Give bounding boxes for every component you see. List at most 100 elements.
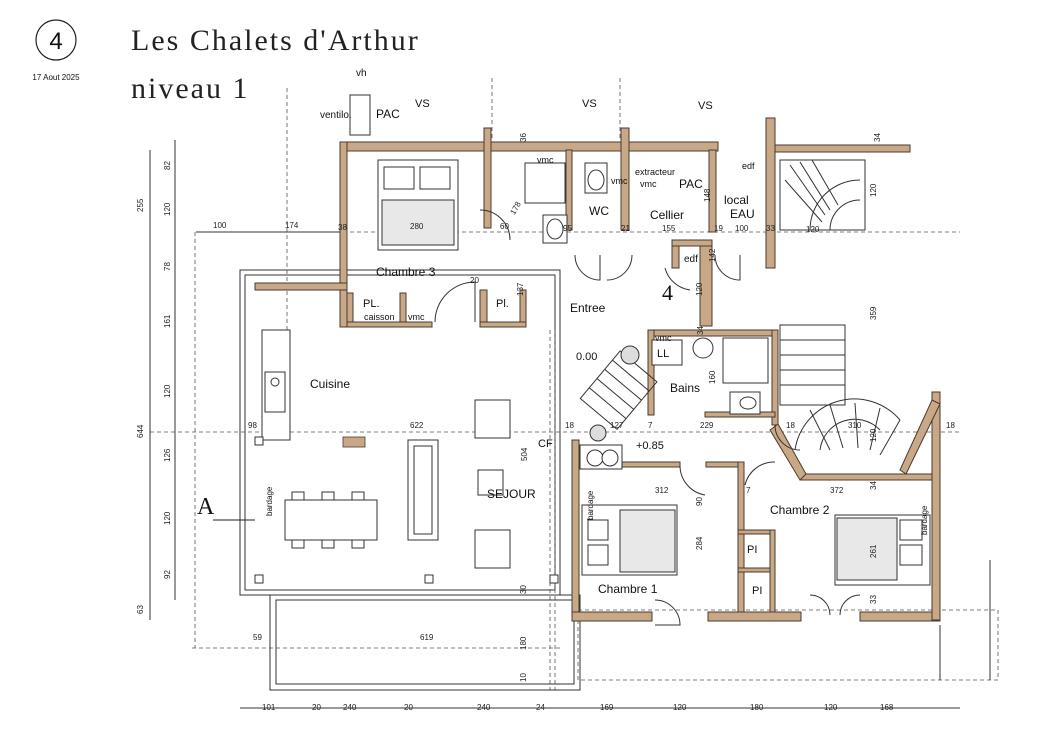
plan-number: 4 [49,28,62,55]
label-vh: vh [356,68,367,79]
dim-inner: 7 [648,421,653,430]
label-edf-top: edf [742,161,755,171]
stairs [579,159,901,456]
dim-inner: 18 [786,421,795,430]
dimensions-top: 100 174 38 280 60 95 21 155 19 100 33 12… [213,133,882,285]
label-cf: CF [538,438,553,450]
dim-bottom: 120 [824,703,838,712]
section-marker-a: A [197,494,215,520]
dim-inner: 18 [946,421,955,430]
room-chambre-2: Chambre 2 [770,503,830,517]
stair-marker-4: 4 [662,280,673,305]
label-vs-3: VS [698,100,713,112]
plan-subtitle: niveau 1 [131,72,249,105]
dimensions-inner: 622 504 18 127 7 229 18 310 18 312 7 372… [410,183,955,682]
label-bardage-left: bardage [265,486,274,516]
dim-inner: 180 [519,636,528,650]
room-bains: Bains [670,381,700,395]
dim-bottom: 101 [262,703,276,712]
room-sejour: SEJOUR [487,487,536,501]
dim-bottom: 168 [880,703,894,712]
dim-inner: 178 [508,200,523,217]
plan-title: Les Chalets d'Arthur [131,24,420,57]
dim-inner: 261 [869,544,878,558]
dim-inner: 18 [565,421,574,430]
dim-top: 38 [338,223,347,232]
dim-left: 161 [163,314,172,328]
dim-bottom: 169 [600,703,614,712]
dim-top: 280 [410,222,424,231]
dim-top: 60 [500,222,509,231]
dim-inner: 312 [655,486,669,495]
room-names: Chambre 3 Cuisine SEJOUR Entree Bains Ch… [310,193,830,596]
dim-inner: 30 [519,585,528,594]
dim-left: 98 [248,421,257,430]
dim-inner: 120 [869,183,878,197]
dim-top: 174 [285,221,299,230]
dim-inner: 229 [700,421,714,430]
plan-date: 17 Aout 2025 [32,73,80,82]
dim-left: 63 [136,605,145,614]
room-wc: WC [589,204,609,218]
dim-inner: 504 [520,447,529,461]
label-placard: PL. [363,298,380,310]
label-pac-top: PAC [376,107,400,121]
dim-top: 36 [519,133,528,142]
dim-bottom: 240 [477,703,491,712]
dim-inner: 120 [695,282,704,296]
furniture [254,94,931,586]
dim-left: 82 [163,161,172,170]
room-chambre-3: Chambre 3 [376,265,436,279]
dim-bottom: 240 [343,703,357,712]
dim-inner: 372 [830,486,844,495]
label-bardage-ch1: bardage [586,490,595,520]
dim-inner: 310 [848,421,862,430]
room-cuisine: Cuisine [310,377,350,391]
label-vmc-pac: vmc [640,179,657,189]
label-level-000: 0.00 [576,351,597,363]
dim-inner: 34 [869,481,878,490]
dim-top: 34 [873,133,882,142]
dim-inner: 33 [869,595,878,604]
label-vmc-wc: vmc [537,155,554,165]
dimensions-left: 82 255 120 78 161 120 644 126 120 92 63 … [136,161,434,642]
dim-inner: 284 [695,536,704,550]
dim-left: 78 [163,262,172,271]
annotations: vh ventilo. PAC VS VS VS vmc vmc extract… [197,68,929,597]
room-local-eau-line2: EAU [730,207,755,221]
label-placard-mid: Pl. [496,298,509,310]
label-extracteur: extracteur [635,167,675,177]
label-pi-2: PI [752,585,762,597]
label-vs-2: VS [582,98,597,110]
dim-top: 21 [621,224,630,233]
dim-left: 120 [163,511,172,525]
label-level-085: +0.85 [636,440,664,452]
dim-inner: 10 [519,673,528,682]
dim-left: 120 [163,202,172,216]
label-pac-cellier: PAC [679,177,703,191]
walls [254,117,941,622]
dim-left: 619 [420,633,434,642]
dim-left: 126 [163,448,172,462]
dim-inner: 90 [695,497,704,506]
room-cellier: Cellier [650,208,684,222]
dim-left: 255 [136,198,145,212]
dim-inner: 7 [746,486,751,495]
dim-inner: 137 [516,282,525,296]
dim-bottom: 24 [536,703,545,712]
dim-top: 95 [563,224,572,233]
room-chambre-1: Chambre 1 [598,582,658,596]
dim-inner: 142 [708,248,717,262]
label-vmc-bains: vmc [655,333,672,343]
dim-inner: 622 [410,421,424,430]
dim-bottom: 120 [673,703,687,712]
dim-inner: 359 [869,306,878,320]
dim-top: 120 [806,225,820,234]
dimension-lines [149,140,960,709]
outline-lines [150,78,999,691]
label-caisson: caisson [364,312,395,322]
room-local-eau-line1: local [724,193,749,207]
dim-inner: 148 [703,188,712,202]
dim-inner: 160 [708,370,717,384]
